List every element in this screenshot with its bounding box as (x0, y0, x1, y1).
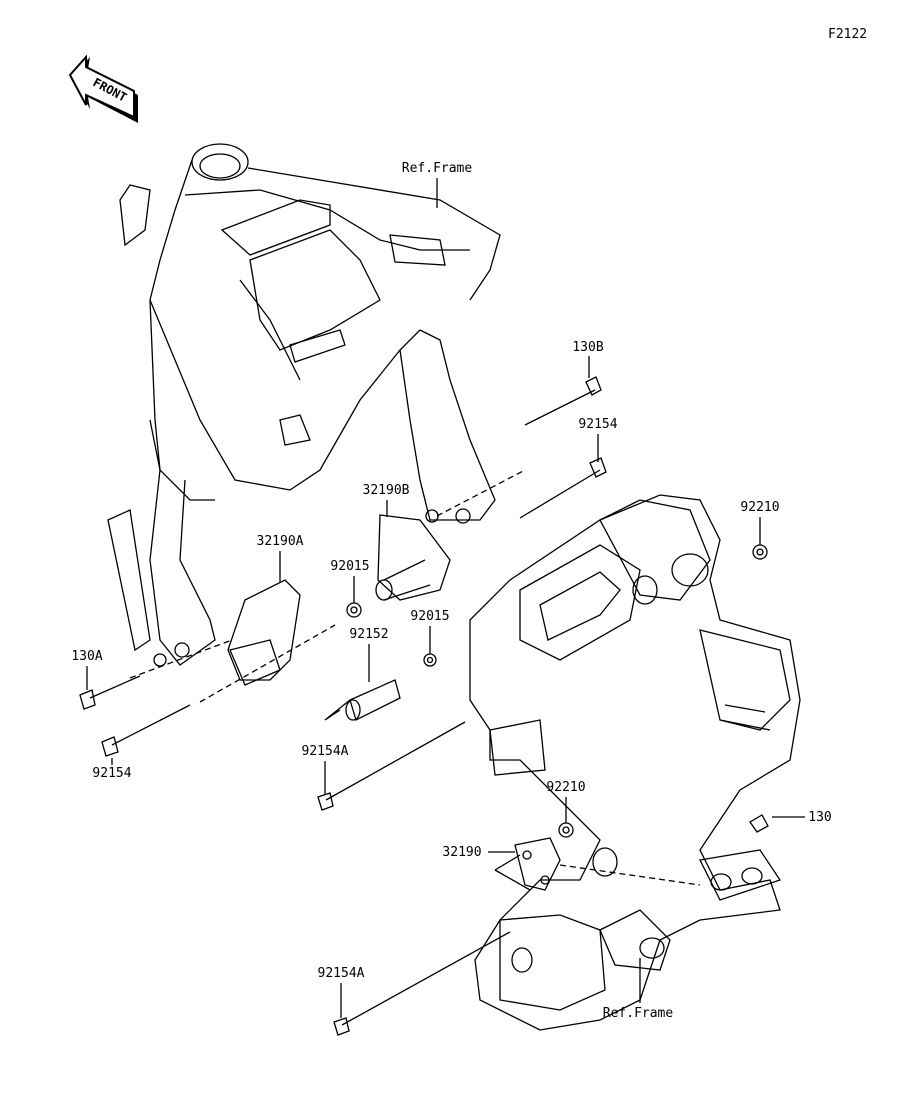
callout-32190a: 32190A (256, 534, 304, 549)
alignment-lines (129, 469, 701, 886)
frame-upper-illustration (107, 143, 501, 667)
callout-ref-frame-bottom: Ref.Frame (602, 1006, 674, 1021)
callout-ref-frame-top: Ref.Frame (401, 161, 473, 176)
callout-92152: 92152 (349, 627, 389, 642)
callout-92154a-lower: 92154A (317, 966, 365, 981)
bolts-illustration (79, 376, 769, 1036)
callout-92154-right: 92154 (578, 417, 618, 432)
callout-32190b: 32190B (362, 483, 410, 498)
callout-32190: 32190 (442, 845, 482, 860)
callout-92015-a: 92015 (330, 559, 370, 574)
callout-92154a-upper: 92154A (301, 744, 349, 759)
callout-130b: 130B (572, 340, 604, 355)
callout-leaders (86, 178, 805, 1018)
callout-92210-upper: 92210 (740, 500, 780, 515)
callout-130: 130 (808, 810, 832, 825)
callout-130a: 130A (71, 649, 103, 664)
mount-parts-illustration (227, 514, 561, 891)
callout-92015-b: 92015 (410, 609, 450, 624)
engine-illustration (469, 494, 801, 1031)
callout-92210-lower: 92210 (546, 780, 586, 795)
diagram-code: F2122 (828, 27, 868, 42)
callout-92154-left: 92154 (92, 766, 132, 781)
front-arrow-icon: FRONT (68, 55, 138, 123)
